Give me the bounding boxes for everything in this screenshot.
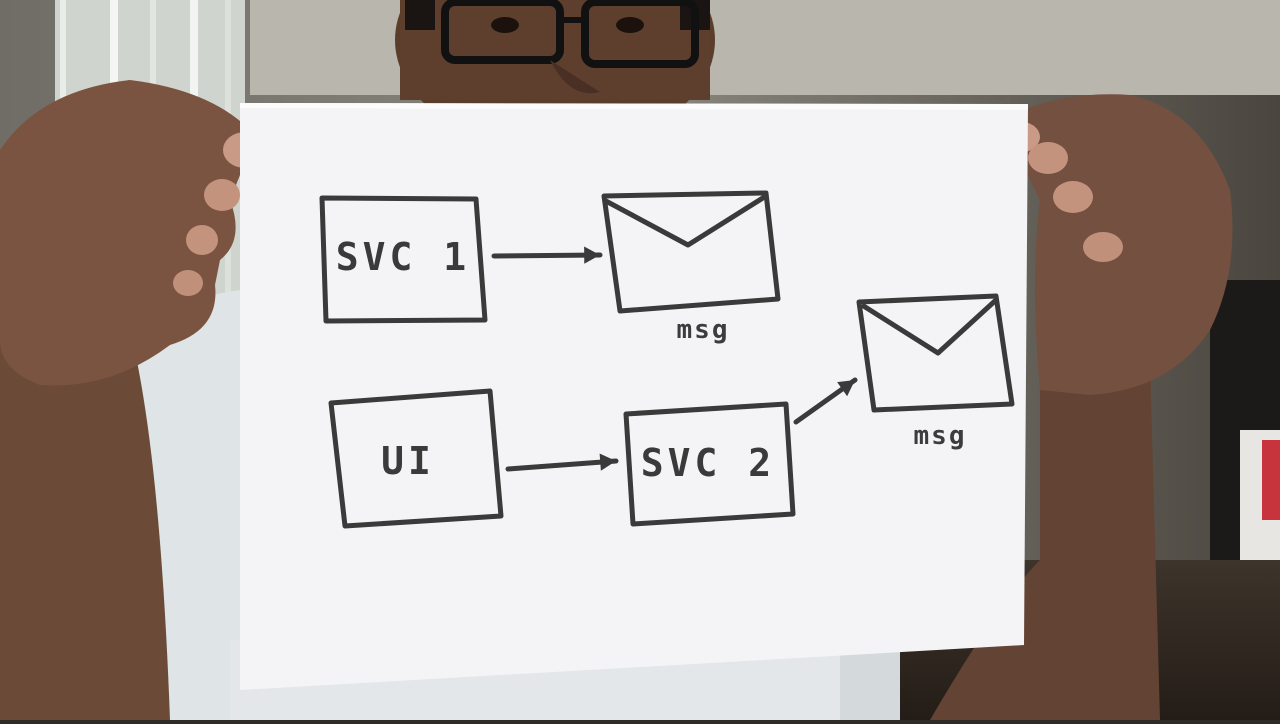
arrowhead-icon xyxy=(584,246,600,264)
node-box xyxy=(319,195,488,324)
envelope-label: msg xyxy=(914,421,967,451)
edge-arrow xyxy=(505,458,619,472)
arrowhead-icon xyxy=(599,453,616,471)
node-box xyxy=(328,388,504,529)
left-arm xyxy=(0,300,170,720)
envelope-label: msg xyxy=(677,315,730,345)
envelope-flap xyxy=(602,193,768,248)
left-hand xyxy=(0,80,267,386)
arrowhead-icon xyxy=(837,380,855,397)
node-label: SVC 1 xyxy=(336,235,470,279)
paper-sheet xyxy=(240,103,1028,690)
edge-arrow xyxy=(491,252,603,259)
envelope-icon xyxy=(856,293,1015,413)
node-label: UI xyxy=(381,439,435,483)
node-box xyxy=(623,401,796,527)
right-hand xyxy=(996,94,1233,396)
node-label: SVC 2 xyxy=(641,441,775,485)
envelope-flap xyxy=(860,298,998,356)
envelope-icon xyxy=(601,190,781,314)
